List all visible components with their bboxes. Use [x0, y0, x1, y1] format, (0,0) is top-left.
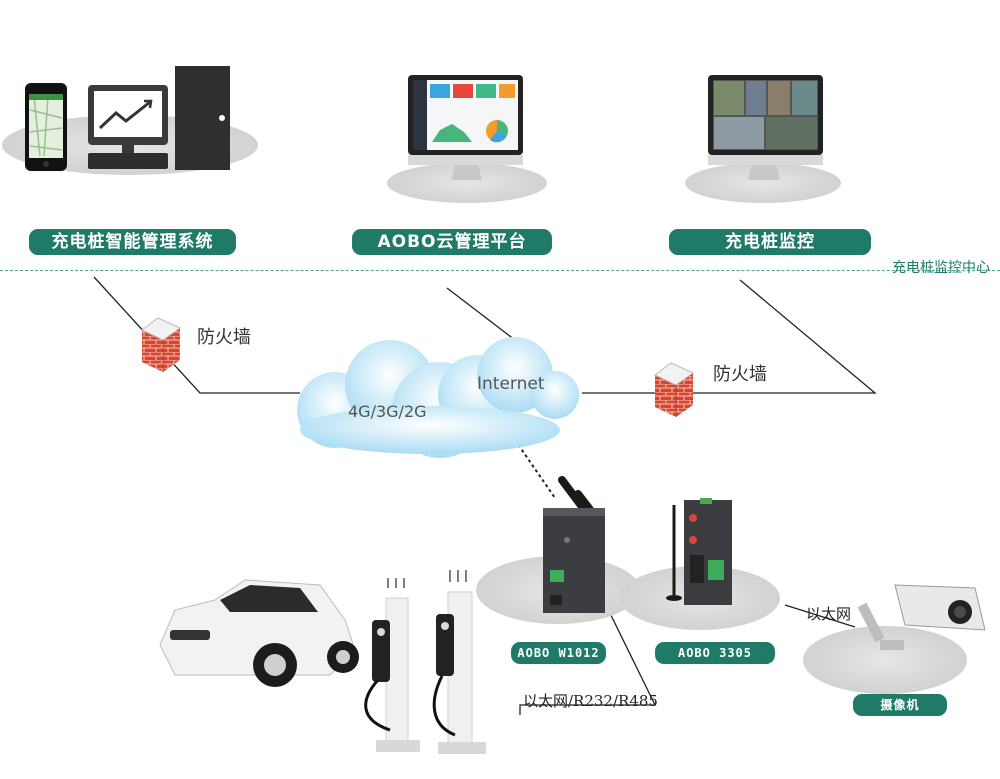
management-system-illustration [2, 66, 258, 175]
cloud-platform-illustration [387, 75, 547, 203]
camera-link-label: 以太网 [806, 605, 852, 623]
label-router-w1012: AOBO W1012 [511, 642, 606, 664]
internet-cloud [297, 337, 579, 458]
firewall-left-icon [141, 317, 182, 372]
charger-link-label: 以太网/R232/R485 [523, 692, 658, 710]
security-camera-icon [857, 584, 986, 650]
camera-platform [803, 626, 967, 694]
server-tower-icon [175, 66, 230, 170]
link-internet-router [514, 439, 556, 499]
charging-station-left-icon [364, 578, 420, 752]
internet-label: Internet [477, 374, 545, 394]
mobile-network-label: 4G/3G/2G [348, 402, 427, 421]
monitoring-center-label: 充电桩监控中心 [892, 260, 990, 276]
charging-station-right-icon [432, 570, 486, 754]
switch-3305-icon [666, 498, 732, 605]
desktop-monitor-icon [88, 85, 168, 169]
link-cloud-platform-internet [446, 287, 516, 341]
label-cloud-platform: AOBO云管理平台 [352, 229, 552, 255]
link-management-firewall [93, 276, 300, 394]
label-monitoring: 充电桩监控 [669, 229, 871, 255]
label-management-system: 充电桩智能管理系统 [29, 229, 236, 255]
label-switch-3305: AOBO 3305 [655, 642, 775, 664]
label-camera: 摄像机 [853, 694, 947, 716]
firewall-right-icon [654, 362, 695, 417]
firewall-right-label: 防火墙 [713, 364, 767, 385]
link-router-chargers [519, 602, 657, 715]
video-monitor-illustration [685, 75, 841, 203]
router-w1012-icon [543, 476, 605, 613]
electric-car-icon [159, 579, 359, 687]
smartphone-icon [25, 83, 67, 171]
monitoring-center-divider [0, 270, 1000, 271]
firewall-left-label: 防火墙 [197, 327, 251, 348]
link-switch-camera [784, 604, 856, 628]
